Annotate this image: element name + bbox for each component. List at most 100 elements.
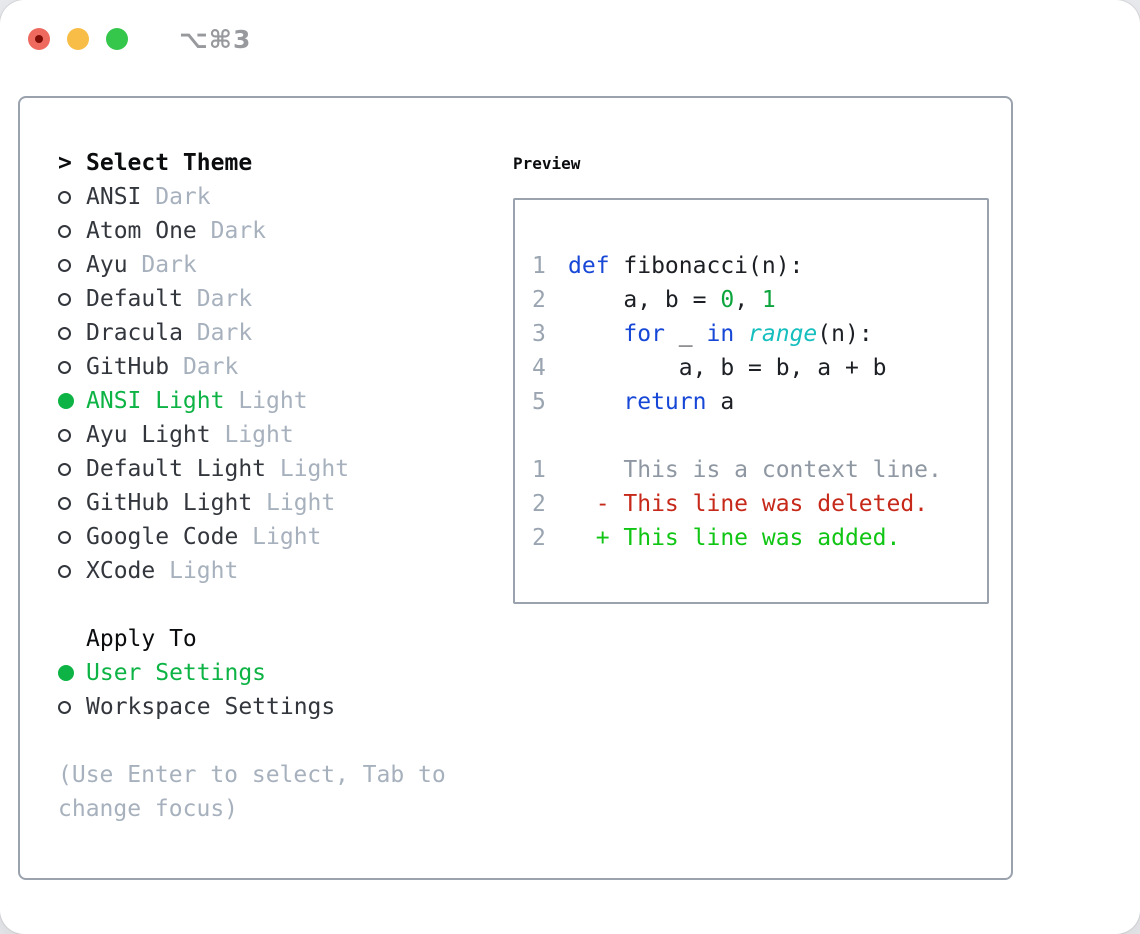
- line-number: 4: [532, 355, 546, 381]
- radio-icon: [58, 564, 71, 578]
- theme-option[interactable]: ANSI Dark: [58, 180, 503, 214]
- theme-option-label: GitHub Light: [86, 490, 253, 516]
- zoom-button-icon[interactable]: [106, 28, 128, 50]
- code-token-num: 0: [720, 287, 735, 313]
- theme-option-bullet-cell: [58, 564, 86, 578]
- theme-option-label: ANSI Light: [86, 388, 225, 414]
- diff-line-context: 1 This is a context line.: [532, 453, 987, 487]
- theme-option-label: Ayu: [86, 252, 128, 278]
- code-token-kw: def: [568, 253, 610, 279]
- theme-option[interactable]: Ayu Dark: [58, 248, 503, 282]
- apply-to-option-bullet-cell: [58, 700, 86, 714]
- theme-option-tag: Light: [266, 490, 336, 516]
- code-token-plain: [568, 321, 623, 347]
- code-token-plain: a: [706, 389, 735, 415]
- apply-to-option[interactable]: User Settings: [58, 656, 503, 690]
- theme-option[interactable]: Google Code Light: [58, 520, 503, 554]
- theme-option-tag: Light: [252, 524, 322, 550]
- code-token-plain: [734, 321, 748, 347]
- apply-to-header-row: Apply To: [58, 622, 503, 656]
- diff-text: - This line was deleted.: [568, 491, 929, 517]
- theme-option[interactable]: XCode Light: [58, 554, 503, 588]
- theme-option-bullet-cell: [58, 393, 86, 409]
- diff-line-added: 2 + This line was added.: [532, 521, 987, 555]
- line-number: 2: [532, 491, 546, 517]
- line-number: 2: [532, 287, 546, 313]
- theme-option-tag: Light: [238, 388, 308, 414]
- diff-text: + This line was added.: [568, 525, 901, 551]
- code-token-kw: for: [623, 321, 665, 347]
- theme-option-label: Default: [86, 286, 183, 312]
- line-number: 5: [532, 389, 546, 415]
- theme-option-bullet-cell: [58, 224, 86, 238]
- close-button-icon[interactable]: [28, 28, 50, 50]
- theme-option-label: Default Light: [86, 456, 267, 482]
- theme-option[interactable]: GitHub Light Light: [58, 486, 503, 520]
- titlebar: ⌥⌘3: [0, 0, 1140, 96]
- apply-to-option[interactable]: Workspace Settings: [58, 690, 503, 724]
- code-token-plain: (n):: [817, 321, 873, 347]
- theme-option-tag: Dark: [196, 286, 253, 312]
- radio-icon: [58, 292, 71, 306]
- code-token-plain: [568, 389, 623, 415]
- apply-to-option-label: Workspace Settings: [86, 694, 336, 720]
- radio-icon: [58, 360, 71, 374]
- apply-to-title: Apply To: [86, 626, 197, 652]
- line-number: 3: [532, 321, 546, 347]
- code-token-plain: a, b = b, a + b: [568, 355, 887, 381]
- theme-option-bullet-cell: [58, 190, 86, 204]
- theme-option-label: GitHub: [86, 354, 170, 380]
- window-title: ⌥⌘3: [179, 24, 252, 54]
- minimize-button-icon[interactable]: [67, 28, 89, 50]
- theme-option-label: ANSI: [86, 184, 142, 210]
- theme-option-bullet-cell: [58, 462, 86, 476]
- theme-list-title: Select Theme: [86, 150, 253, 176]
- diff-line-deleted: 2 - This line was deleted.: [532, 487, 987, 521]
- radio-icon: [58, 496, 71, 510]
- theme-option-tag: Dark: [141, 252, 197, 278]
- code-token-kw: return: [623, 389, 707, 415]
- preview-header-row: Preview: [513, 146, 989, 180]
- code-line: 3 for _ in range(n):: [532, 317, 987, 351]
- theme-option-bullet-cell: [58, 360, 86, 374]
- line-number: 2: [532, 525, 546, 551]
- spacer: [532, 419, 987, 453]
- radio-selected-icon: [58, 665, 74, 681]
- cursor-icon: >: [58, 150, 72, 176]
- help-text: (Use Enter to select, Tab to change focu…: [58, 762, 446, 822]
- code-token-kw: in: [706, 321, 735, 347]
- theme-option-label: XCode: [86, 558, 156, 584]
- line-number: 1: [532, 457, 546, 483]
- theme-option[interactable]: ANSI Light Light: [58, 384, 503, 418]
- theme-option-tag: Dark: [210, 218, 267, 244]
- theme-option-tag: Dark: [155, 184, 211, 210]
- theme-option[interactable]: Default Dark: [58, 282, 503, 316]
- code-token-num: 1: [761, 287, 776, 313]
- theme-option-bullet-cell: [58, 428, 86, 442]
- theme-option-tag: Light: [169, 558, 239, 584]
- apply-to-option-bullet-cell: [58, 665, 86, 681]
- code-token-plain: ,: [734, 287, 762, 313]
- theme-option-bullet-cell: [58, 530, 86, 544]
- theme-option-bullet-cell: [58, 326, 86, 340]
- theme-option-bullet-cell: [58, 496, 86, 510]
- theme-option-label: Ayu Light: [86, 422, 211, 448]
- code-line: 5 return a: [532, 385, 987, 419]
- radio-selected-icon: [58, 393, 74, 409]
- code-token-plain: a, b =: [568, 287, 721, 313]
- radio-icon: [58, 530, 71, 544]
- theme-option-label: Google Code: [86, 524, 239, 550]
